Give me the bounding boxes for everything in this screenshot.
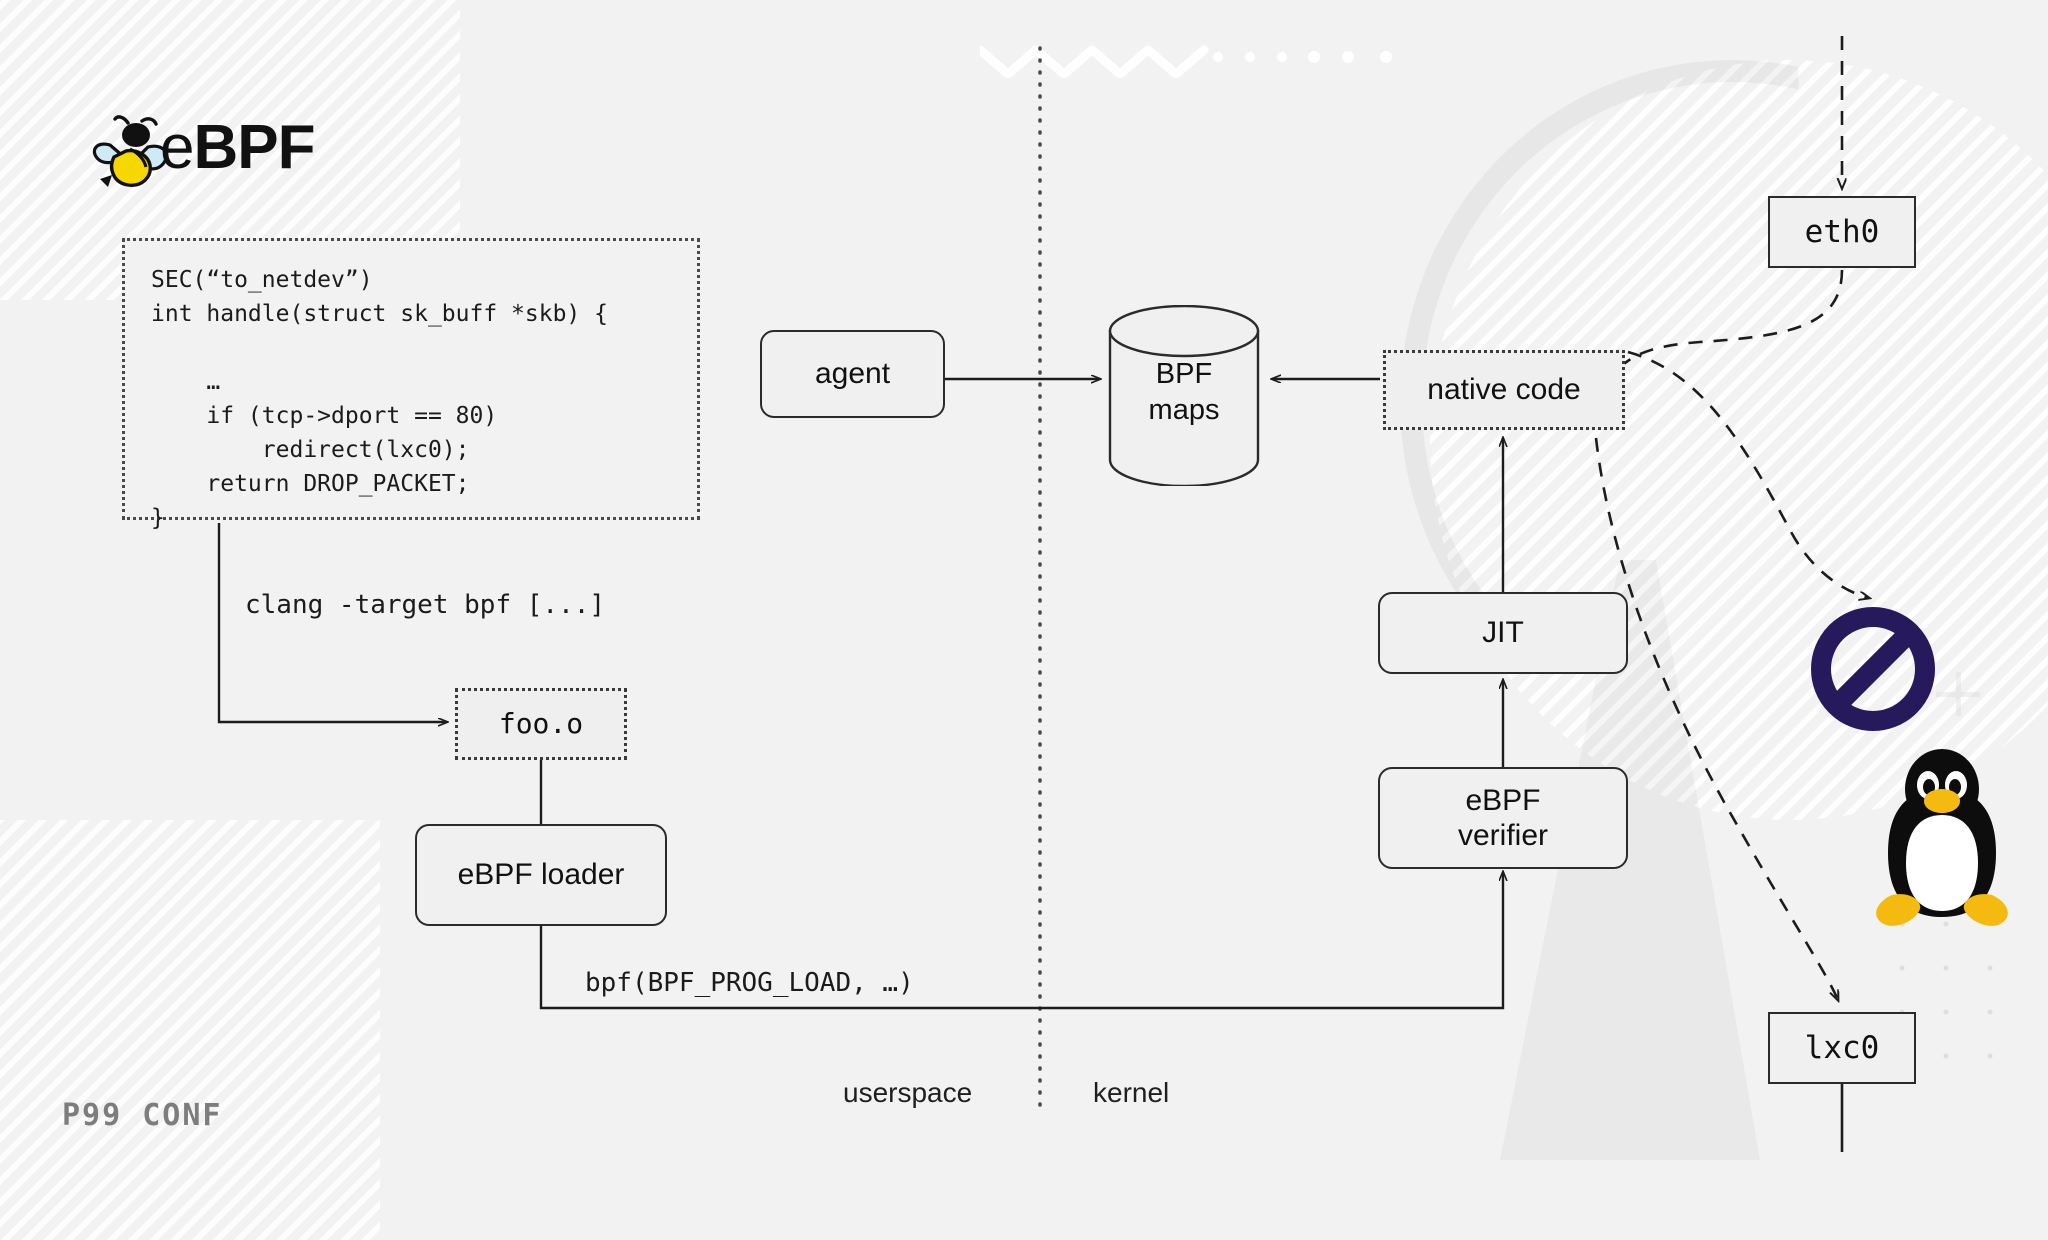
node-eth0-label: eth0 bbox=[1804, 213, 1880, 250]
ebpf-code-text: SEC(“to_netdev”) int handle(struct sk_bu… bbox=[151, 267, 608, 531]
node-foo-object[interactable]: foo.o bbox=[455, 688, 627, 760]
node-native-code[interactable]: native code bbox=[1383, 350, 1625, 430]
node-bpf-maps-line1: BPF bbox=[1155, 358, 1213, 390]
connector-layer bbox=[217, 36, 2048, 1152]
node-ebpf-verifier-line1: eBPF bbox=[1465, 783, 1541, 817]
ebpf-wordmark-e: e bbox=[160, 113, 194, 182]
node-lxc0[interactable]: lxc0 bbox=[1768, 1012, 1916, 1084]
edge-native-to-deny bbox=[1627, 350, 1869, 598]
node-ebpf-verifier-line2: verifier bbox=[1457, 819, 1548, 852]
ebpf-code-panel: SEC(“to_netdev”) int handle(struct sk_bu… bbox=[122, 238, 700, 531]
node-agent[interactable]: agent bbox=[760, 330, 945, 418]
boundary-label-kernel: kernel bbox=[1093, 1077, 1170, 1108]
node-eth0[interactable]: eth0 bbox=[1768, 196, 1916, 268]
edge-eth0-to-native bbox=[1614, 269, 1844, 373]
node-ebpf-verifier-label: eBPF verifier bbox=[1458, 783, 1548, 854]
ebpf-wordmark-bpf: BPF bbox=[193, 113, 315, 182]
node-ebpf-loader-label: eBPF loader bbox=[457, 858, 625, 892]
node-native-code-label: native code bbox=[1427, 373, 1581, 407]
node-bpf-maps[interactable] bbox=[1108, 305, 1260, 486]
ebpf-wordmark: eBPF bbox=[160, 112, 315, 183]
bpf-syscall-label: bpf(BPF_PROG_LOAD, …) bbox=[585, 968, 914, 998]
node-agent-label: agent bbox=[814, 357, 891, 391]
boundary-label-userspace: userspace bbox=[843, 1077, 973, 1108]
node-jit-label: JIT bbox=[1482, 616, 1524, 650]
node-foo-object-label: foo.o bbox=[498, 707, 584, 741]
node-jit[interactable]: JIT bbox=[1378, 592, 1628, 674]
node-ebpf-loader[interactable]: eBPF loader bbox=[415, 824, 667, 926]
edge-code-to-foo bbox=[217, 523, 447, 722]
no-entry-icon bbox=[1811, 607, 1935, 731]
linux-tux-icon bbox=[1876, 749, 2008, 926]
ebpf-bee-icon bbox=[92, 115, 168, 187]
node-bpf-maps-line2: maps bbox=[1148, 394, 1220, 426]
p99-conf-logo: P99 CONF bbox=[62, 1098, 223, 1133]
edge-loader-to-verifier bbox=[539, 872, 1503, 1010]
edge-native-to-lxc0 bbox=[1594, 437, 1838, 1000]
node-lxc0-label: lxc0 bbox=[1804, 1029, 1880, 1066]
clang-command-label: clang -target bpf [...] bbox=[245, 590, 606, 620]
node-bpf-maps-label: BPF maps bbox=[1108, 356, 1260, 428]
node-ebpf-verifier[interactable]: eBPF verifier bbox=[1378, 767, 1628, 869]
